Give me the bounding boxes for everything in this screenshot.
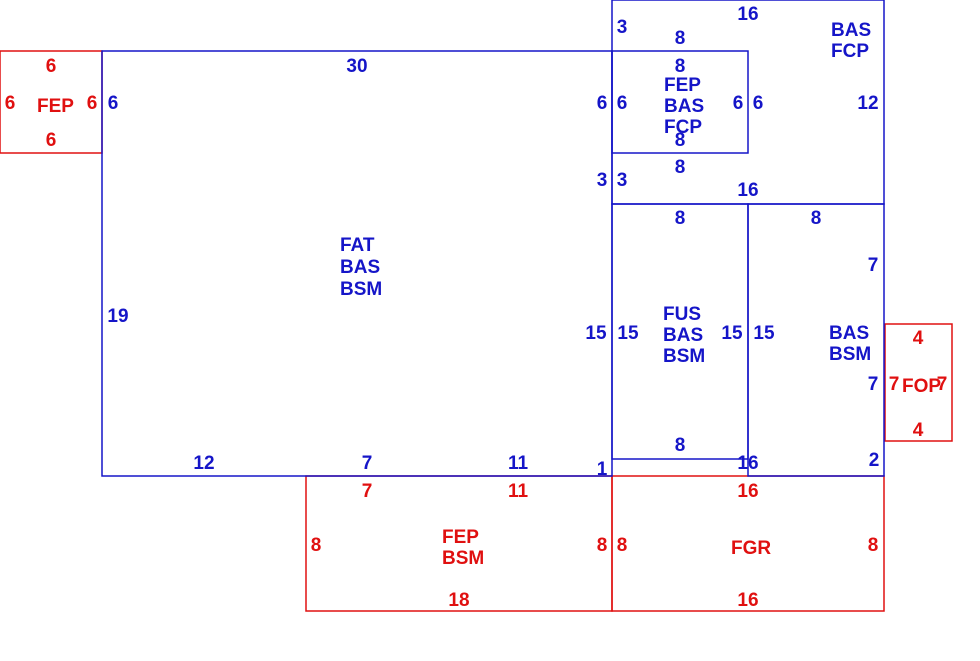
dimension-label: 30	[346, 56, 367, 77]
dimension-label: 8	[617, 535, 628, 556]
dimension-label: 7	[868, 255, 879, 276]
area-label: FGR	[731, 538, 771, 559]
area-label: FEP	[37, 96, 74, 117]
dimension-label: 6	[597, 93, 608, 114]
dimension-label: 8	[675, 28, 686, 49]
dimension-label: 6	[753, 93, 764, 114]
dimension-label: 7	[362, 453, 373, 474]
dimension-label: 4	[913, 420, 924, 441]
dimension-label: 16	[737, 4, 758, 25]
main-dimension-labels: 16 3 8 8 30 6 6 6 6 6 12 8 8 3 3 16 8 8 …	[107, 4, 879, 480]
dimension-label: 16	[737, 180, 758, 201]
dimension-label: 4	[913, 328, 924, 349]
dimension-label: 6	[617, 93, 628, 114]
dimension-label: 8	[675, 56, 686, 77]
dimension-label: 15	[585, 323, 607, 344]
dimension-label: 3	[617, 170, 628, 191]
dimension-label: 8	[597, 535, 608, 556]
dimension-label: 7	[868, 374, 879, 395]
dimension-label: 19	[107, 306, 128, 327]
dimension-label: 7	[937, 374, 948, 395]
dimension-label: 15	[753, 323, 775, 344]
dimension-label: 6	[733, 93, 744, 114]
dimension-label: 8	[675, 130, 686, 151]
dimension-label: 16	[737, 481, 758, 502]
dimension-label: 8	[868, 535, 879, 556]
dimension-label: 11	[508, 481, 529, 502]
right-porch-outline	[884, 323, 953, 442]
dimension-label: 11	[508, 453, 529, 474]
right-box-outline	[747, 203, 885, 477]
dimension-label: 12	[857, 93, 878, 114]
dimension-label: 6	[108, 93, 119, 114]
dimension-label: 12	[193, 453, 214, 474]
addition-dimension-labels: 6 6 6 6 4 7 7 4 7 11 16 8 8 8 8 18 16	[5, 56, 948, 611]
inner-small-outline	[611, 50, 749, 154]
dimension-label: 6	[46, 130, 57, 151]
dimension-label: 3	[617, 17, 628, 38]
dimension-label: 6	[46, 56, 57, 77]
dimension-label: 3	[597, 170, 608, 191]
dimension-label: 8	[811, 208, 822, 229]
main-outlines	[101, 0, 885, 477]
dimension-label: 16	[737, 590, 758, 611]
dimension-label: 15	[617, 323, 639, 344]
dimension-label: 8	[311, 535, 322, 556]
dimension-label: 2	[869, 450, 880, 471]
dimension-label: 15	[721, 323, 743, 344]
dimension-label: 6	[5, 93, 16, 114]
dimension-label: 7	[889, 374, 900, 395]
dimension-label: 8	[675, 208, 686, 229]
dimension-label: 7	[362, 481, 373, 502]
dimension-label: 16	[737, 453, 758, 474]
dimension-label: 8	[675, 435, 686, 456]
dimension-label: 6	[87, 93, 98, 114]
dimension-label: 18	[448, 590, 469, 611]
dimension-label: 8	[675, 157, 686, 178]
area-label: FOP	[902, 376, 941, 397]
dimension-label: 1	[597, 459, 608, 480]
